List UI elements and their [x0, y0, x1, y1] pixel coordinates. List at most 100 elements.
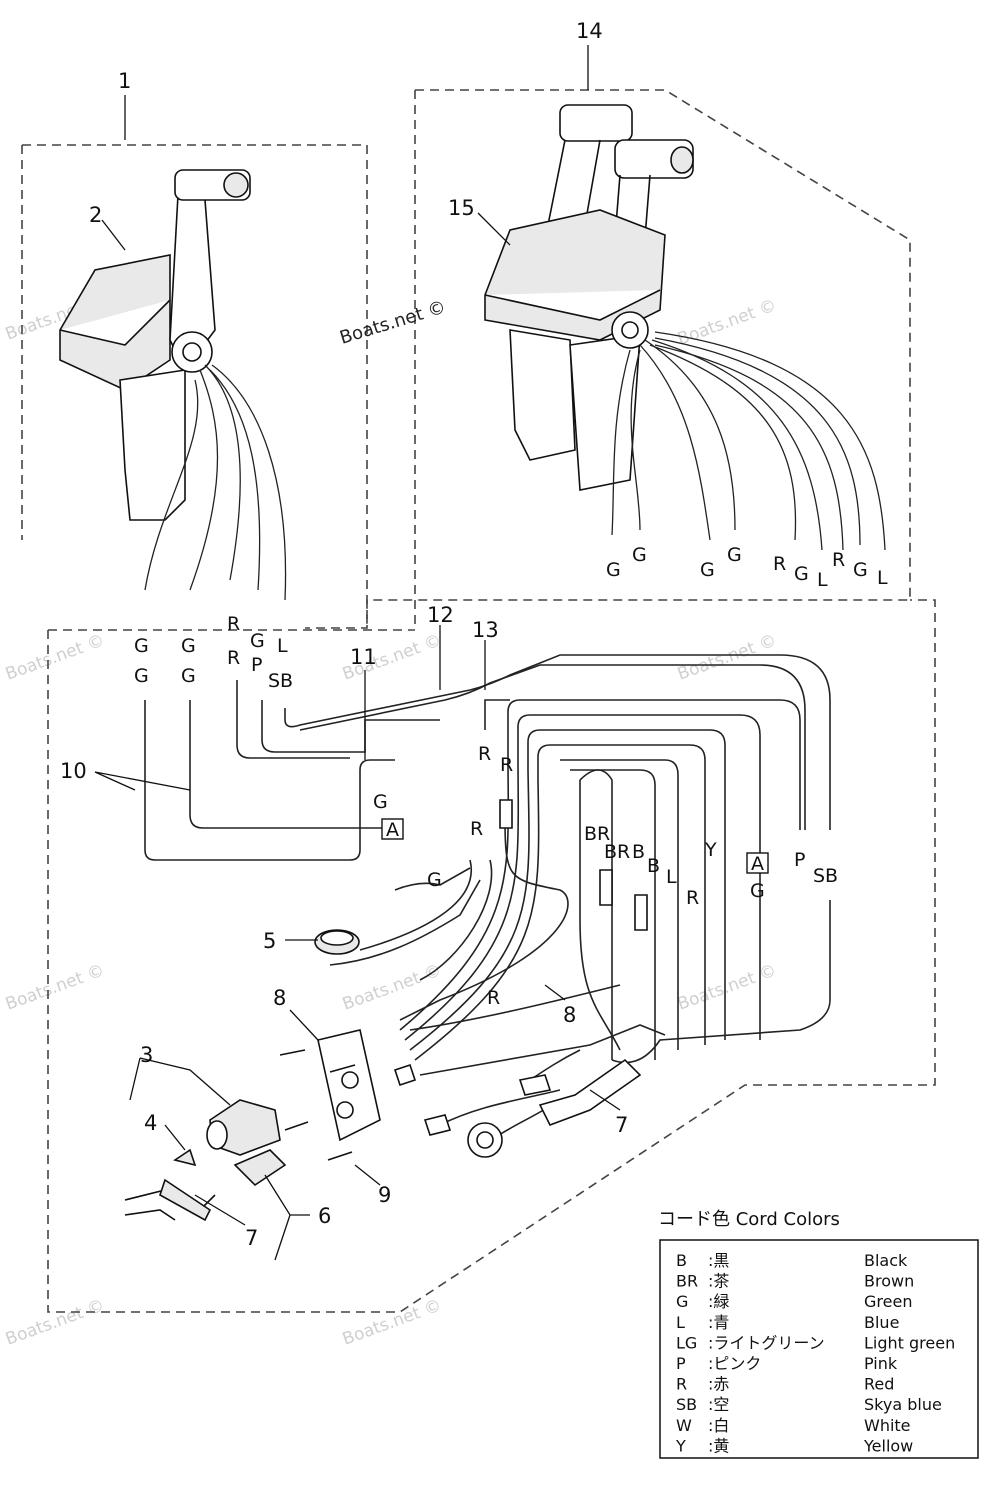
callout-8-b: 8 [563, 1003, 576, 1027]
legend-jp: :赤 [708, 1375, 729, 1394]
wire-label: L [666, 866, 677, 888]
legend-en: Black [864, 1251, 908, 1270]
legend-en: Pink [864, 1354, 898, 1373]
legend-code: BR [676, 1272, 698, 1291]
callout-12: 12 [427, 603, 454, 627]
watermark: Boats.net © [675, 630, 779, 684]
legend-title: コード色 Cord Colors [658, 1209, 840, 1230]
legend-code: W [676, 1416, 692, 1435]
wire-label: SB [268, 670, 293, 692]
callout-15: 15 [448, 196, 475, 220]
group-outlines [21, 89, 936, 1313]
callout-14: 14 [576, 19, 603, 43]
callout-4: 4 [144, 1111, 157, 1135]
watermark: Boats.net © [675, 295, 779, 349]
legend-en: Skya blue [864, 1395, 942, 1414]
twin-remote-control [484, 104, 886, 551]
wire-label: G [250, 630, 265, 652]
callout-2: 2 [89, 203, 102, 227]
legend-jp: :ライトグリーン [708, 1333, 825, 1352]
legend-code: Y [675, 1436, 686, 1455]
wire-label: R [500, 754, 513, 776]
wire-label: G [134, 665, 149, 687]
wire-label: G [427, 869, 442, 891]
watermark: Boats.net © [3, 630, 107, 684]
callout-13: 13 [472, 618, 499, 642]
wire-label: R [227, 647, 240, 669]
legend-code: P [676, 1354, 686, 1373]
legend-en: White [864, 1416, 911, 1435]
wire-label: G [373, 791, 388, 813]
watermark: Boats.net © [3, 1295, 107, 1349]
legend-jp: :空 [708, 1395, 729, 1414]
wire-label: G [727, 544, 742, 566]
wire-label: B [647, 855, 660, 877]
legend-jp: :ピンク [708, 1354, 761, 1373]
wire-label: L [817, 569, 828, 591]
callout-8-a: 8 [273, 986, 286, 1010]
legend-jp: :茶 [708, 1272, 729, 1291]
callout-7-b: 7 [615, 1113, 628, 1137]
callout-3: 3 [140, 1043, 153, 1067]
legend-jp: :黄 [708, 1436, 729, 1455]
callout-9: 9 [378, 1183, 391, 1207]
wire-label: G [794, 563, 809, 585]
callout-7-a: 7 [245, 1226, 258, 1250]
leader-lines [94, 45, 621, 1261]
legend-jp: :白 [708, 1416, 729, 1435]
connector-a-label: A [386, 819, 399, 841]
legend-en: Yellow [863, 1436, 913, 1455]
wire-label: G [181, 635, 196, 657]
wire-label: G [700, 559, 715, 581]
parts [124, 799, 648, 1222]
callout-10: 10 [60, 759, 87, 783]
wire-label: R [686, 887, 699, 909]
wire-label: L [277, 635, 288, 657]
legend-en: Light green [864, 1333, 955, 1352]
boats-net-stamp: Boats.net © [337, 297, 448, 349]
legend-code: B [676, 1251, 687, 1270]
wire-label: BR [604, 841, 630, 863]
wire-label: G [632, 544, 647, 566]
wire-label: R [470, 818, 483, 840]
wire-label: R [773, 553, 786, 575]
watermark: Boats.net © [675, 960, 779, 1014]
legend-en: Red [864, 1375, 894, 1394]
wire-label: R [227, 613, 240, 635]
wire-label: G [181, 665, 196, 687]
wire-label: G [750, 880, 765, 902]
callout-6: 6 [318, 1204, 331, 1228]
legend-code: L [676, 1313, 685, 1332]
wire-label: B [632, 841, 645, 863]
watermark: Boats.net © [340, 1295, 444, 1349]
callout-11: 11 [350, 645, 377, 669]
wire-label: G [853, 559, 868, 581]
callout-5: 5 [263, 929, 276, 953]
callout-1: 1 [118, 69, 131, 93]
legend-code: LG [676, 1333, 697, 1352]
legend-jp: :黒 [708, 1251, 729, 1270]
wire-label: R [487, 987, 500, 1009]
legend-jp: :青 [708, 1313, 729, 1332]
legend-code: R [676, 1375, 687, 1394]
wire-label: G [606, 559, 621, 581]
wire-labels: G G G G R R G P L SB R R R G A G BR BR B… [134, 544, 888, 1009]
wire-label: P [794, 849, 805, 871]
legend-code: G [676, 1292, 688, 1311]
wire-label: G [134, 635, 149, 657]
legend-code: SB [676, 1395, 697, 1414]
legend-jp: :緑 [708, 1292, 729, 1311]
connector-a-label: A [751, 853, 764, 875]
wire-label: R [832, 549, 845, 571]
callouts: 1 2 3 4 5 6 7 7 8 8 9 10 11 12 13 14 15 [60, 19, 628, 1250]
wire-label: SB [813, 865, 838, 887]
single-remote-control [59, 169, 287, 601]
wire-label: BR [584, 823, 610, 845]
harness-wiring [144, 654, 831, 1151]
wire-label: P [251, 654, 262, 676]
watermark: Boats.net © [3, 960, 107, 1014]
wire-label: L [877, 567, 888, 589]
wire-label: R [478, 743, 491, 765]
